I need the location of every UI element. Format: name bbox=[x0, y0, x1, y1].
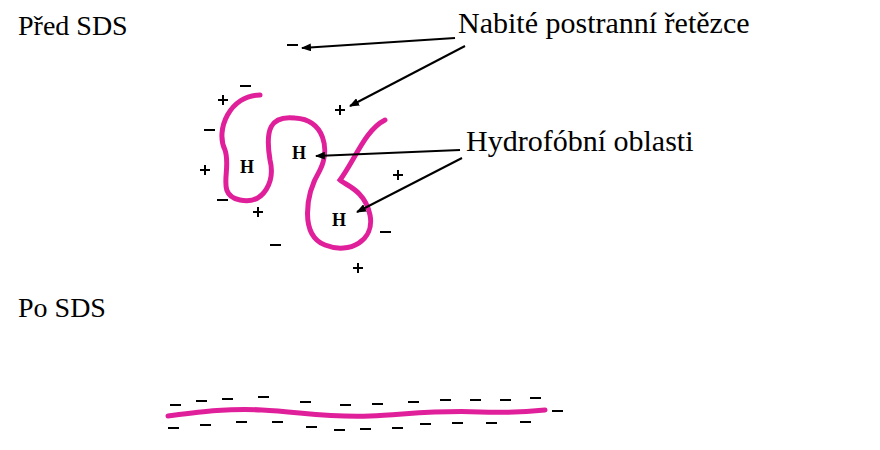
section-heading: Před SDS bbox=[18, 10, 128, 42]
negative-charges-sds bbox=[168, 397, 563, 430]
hydrophobic-marker: H bbox=[292, 143, 306, 164]
negative-charges bbox=[204, 45, 391, 245]
hydrophobic-marker: H bbox=[240, 157, 254, 178]
hydrophobic-marker: H bbox=[332, 210, 346, 231]
positive-charges bbox=[200, 95, 403, 273]
unfolded-protein-chain bbox=[168, 409, 545, 416]
callout-label: Hydrofóbní oblasti bbox=[466, 124, 693, 159]
leader-arrows bbox=[302, 38, 465, 212]
section-heading: Po SDS bbox=[18, 292, 106, 324]
callout-label: Nabité postranní řetězce bbox=[458, 6, 750, 41]
folded-protein-chain bbox=[222, 95, 385, 248]
